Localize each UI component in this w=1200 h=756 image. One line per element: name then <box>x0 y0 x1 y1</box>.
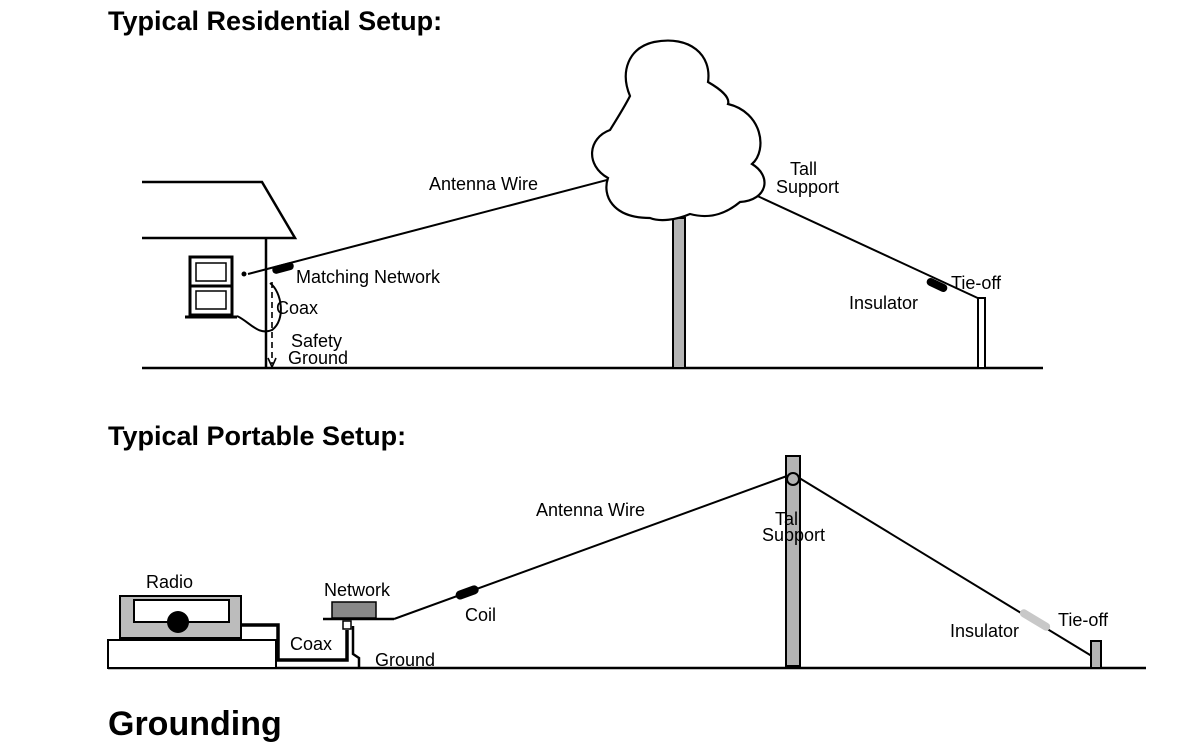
house-window <box>185 255 237 319</box>
safety-ground-arrow <box>267 357 277 369</box>
feedthrough-point <box>241 271 247 277</box>
residential-antenna-wire <box>247 163 669 275</box>
tree-canopy <box>591 39 766 222</box>
residential-insulator-icon <box>926 278 948 292</box>
matching-network-icon <box>272 262 294 274</box>
matching-network-label: Matching Network <box>296 267 441 287</box>
portable-diagram: Antenna Wire Tall Support Radio Network … <box>107 455 1146 670</box>
portable-tie-off-label: Tie-off <box>1058 610 1109 630</box>
table <box>107 639 277 669</box>
coil-icon <box>455 585 479 600</box>
portable-setup-heading: Typical Portable Setup: <box>108 421 407 451</box>
portable-antenna-wire-label: Antenna Wire <box>536 500 645 520</box>
residential-tall-label: Tall <box>790 159 817 179</box>
portable-coax <box>241 623 349 662</box>
grounding-heading: Grounding <box>108 705 282 743</box>
residential-support-label: Support <box>776 177 839 197</box>
portable-insulator-icon <box>1019 609 1051 631</box>
residential-coax-label: Coax <box>276 298 318 318</box>
radio-icon <box>119 595 242 639</box>
safety-ground-label: Ground <box>288 348 348 368</box>
residential-diagram: Antenna Wire Tall Support Matching Netwo… <box>142 39 1043 370</box>
portable-support-label: Support <box>762 525 825 545</box>
portable-antenna-wire <box>393 475 788 620</box>
portable-tall-label: Tall <box>775 509 802 529</box>
portable-ground-wire <box>351 626 361 668</box>
portable-coax-label: Coax <box>290 634 332 654</box>
safety-label: Safety <box>291 331 342 351</box>
network-label: Network <box>324 580 391 600</box>
residential-tieoff-post <box>977 297 986 369</box>
coil-label: Coil <box>465 605 496 625</box>
portable-support-pole <box>785 455 801 667</box>
portable-tieoff-wire <box>795 475 1096 659</box>
radio-label: Radio <box>146 572 193 592</box>
house <box>142 180 298 368</box>
network-icon <box>323 601 394 630</box>
pole-pulley-icon <box>786 472 800 486</box>
residential-coax <box>236 282 282 333</box>
residential-setup-heading: Typical Residential Setup: <box>108 6 443 36</box>
portable-insulator-label: Insulator <box>950 621 1019 641</box>
residential-antenna-wire-label: Antenna Wire <box>429 174 538 194</box>
tree-trunk <box>672 217 686 369</box>
portable-tieoff-post <box>1090 640 1102 669</box>
residential-insulator-label: Insulator <box>849 293 918 313</box>
portable-ground-label: Ground <box>375 650 435 670</box>
residential-tie-off-label: Tie-off <box>951 273 1002 293</box>
